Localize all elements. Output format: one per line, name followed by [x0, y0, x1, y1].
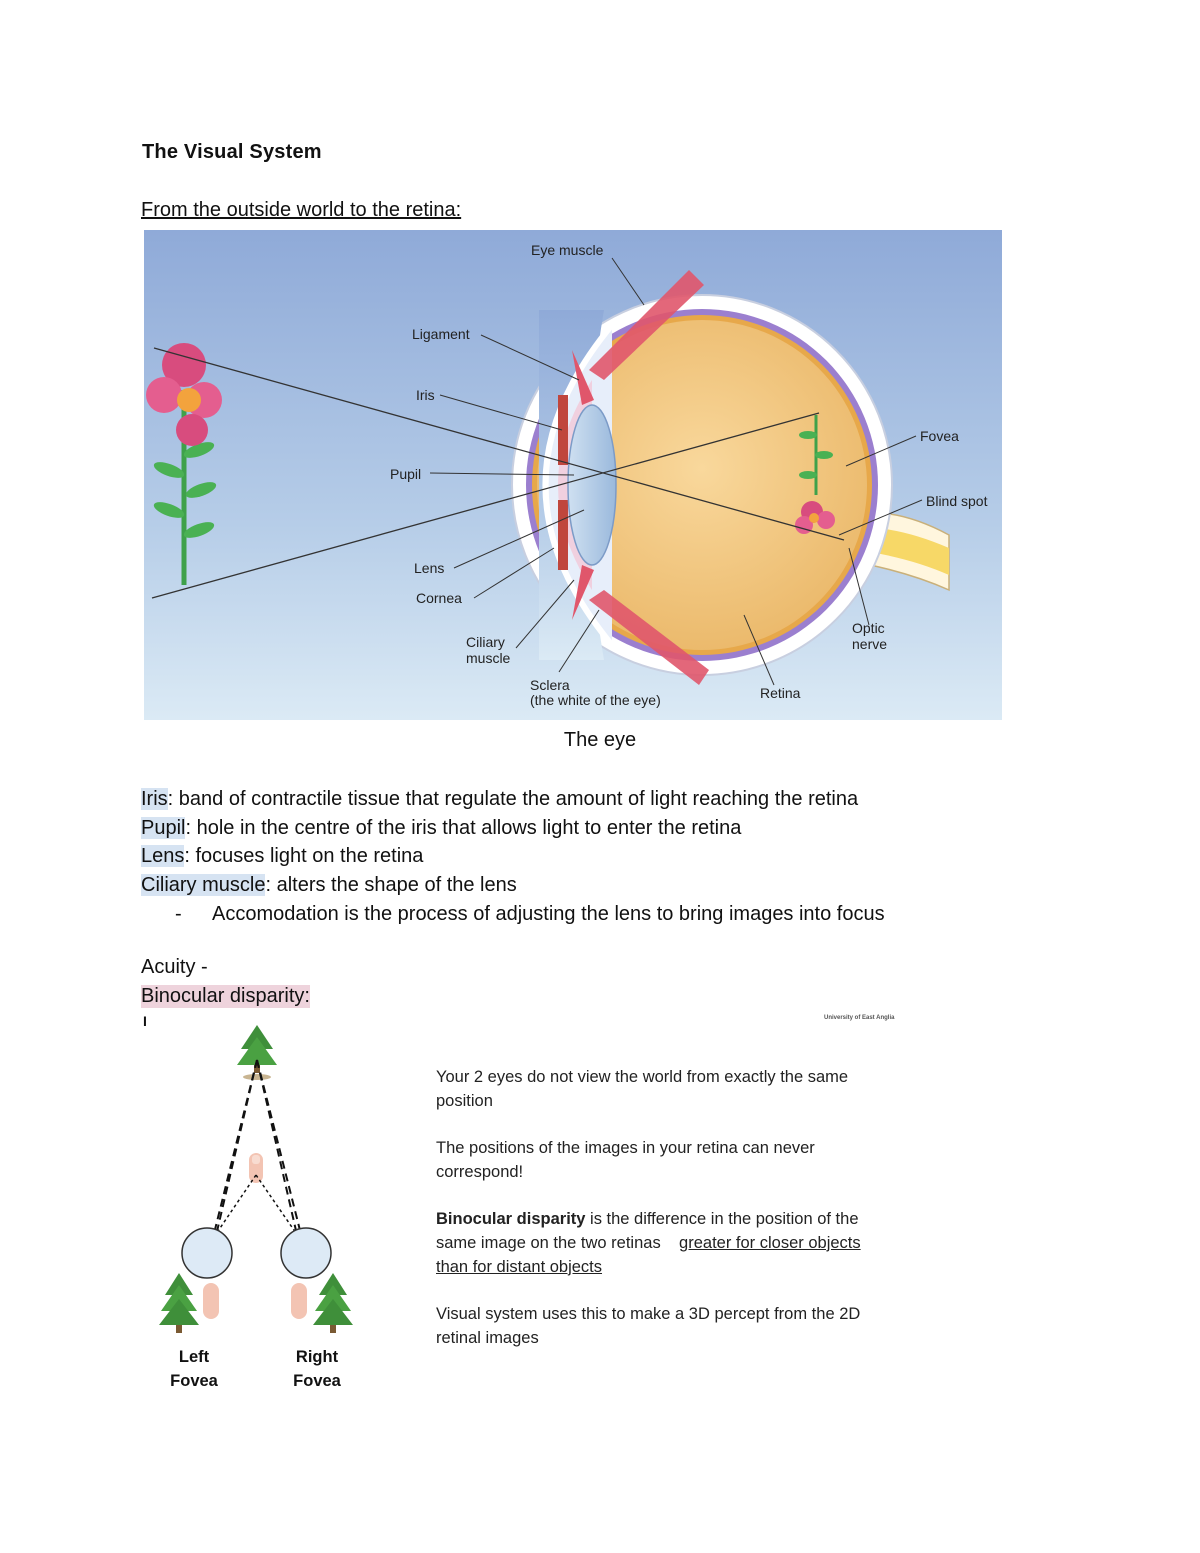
label-sclera-2: (the white of the eye) [530, 692, 661, 708]
slide-paragraph-3-text: is the difference in the position of the… [436, 1210, 859, 1252]
definition-pupil: Pupil: hole in the centre of the iris th… [141, 814, 885, 843]
figure-caption: The eye [563, 729, 637, 751]
definition-text: : band of contractile tissue that regula… [167, 788, 859, 810]
definition-text: : alters the shape of the lens [265, 874, 517, 897]
section-heading: From the outside world to the retina: [141, 199, 462, 221]
slide-paragraph-2: The positions of the images in your reti… [436, 1139, 815, 1181]
label-eye-muscle: Eye muscle [531, 242, 604, 258]
left-fovea-label-1: Left [179, 1348, 210, 1366]
right-fovea-label-2: Fovea [293, 1372, 342, 1390]
vitreous [537, 320, 867, 650]
label-fovea: Fovea [920, 428, 959, 444]
slide-text-block: Your 2 eyes do not view the world from e… [436, 1066, 886, 1374]
definition-lens: Lens: focuses light on the retina [141, 842, 885, 871]
label-sclera-1: Sclera [530, 677, 570, 693]
label-ciliary-2: muscle [466, 650, 511, 666]
near-finger [249, 1153, 263, 1183]
label-lens: Lens [414, 560, 444, 576]
slide-paragraph-4: Visual system uses this to make a 3D per… [436, 1305, 861, 1347]
left-retina-finger [203, 1283, 219, 1319]
right-eye [280, 1227, 332, 1279]
right-retina-tree [313, 1273, 353, 1333]
slide-paragraph-3-underlined: greater for closer objects than for dist… [436, 1233, 861, 1276]
slide-paragraph-3: Binocular disparity is the difference in… [436, 1208, 886, 1279]
binocular-figure: Left Fovea Right Fovea [150, 1015, 890, 1395]
definition-text: : focuses light on the retina [184, 845, 424, 868]
distant-tree [237, 1025, 277, 1080]
right-fovea-label-1: Right [296, 1348, 339, 1366]
label-optic-2: nerve [852, 636, 887, 652]
page-title: The Visual System [142, 141, 322, 163]
slide-term-bold: Binocular disparity [436, 1210, 586, 1229]
label-optic-1: Optic [852, 620, 885, 636]
retinal-image [795, 415, 835, 534]
term-pupil: Pupil [141, 816, 186, 839]
label-blind-spot: Blind spot [926, 493, 988, 509]
bullet-text: Accomodation is the process of adjusting… [212, 902, 885, 925]
label-cornea: Cornea [416, 590, 462, 606]
definition-text: : hole in the centre of the iris that al… [185, 816, 742, 839]
label-pupil: Pupil [390, 466, 421, 482]
lens-shape [567, 404, 617, 566]
bullet-item: - Accomodation is the process of adjustin… [141, 900, 885, 929]
right-retina-finger [291, 1283, 307, 1319]
slide-paragraph-1: Your 2 eyes do not view the world from e… [436, 1068, 849, 1110]
stray-mark: I [143, 1013, 147, 1029]
flower-object [146, 343, 222, 585]
term-lens: Lens [141, 845, 185, 868]
label-retina: Retina [760, 685, 801, 701]
bullet-dash: - [175, 902, 182, 925]
iris-shape [558, 395, 568, 465]
label-ciliary-1: Ciliary [466, 634, 505, 650]
eye-anatomy-figure: Eye muscle Ligament Iris Pupil Lens Corn… [144, 230, 1002, 720]
label-iris: Iris [416, 387, 435, 403]
definition-list: Iris: band of contractile tissue that re… [141, 785, 885, 929]
term-ciliary-muscle: Ciliary muscle [141, 874, 266, 897]
left-fovea-label-2: Fovea [170, 1372, 219, 1390]
sight-lines [204, 1059, 311, 1271]
label-ligament: Ligament [412, 326, 470, 342]
acuity-heading: Acuity - [141, 956, 208, 978]
left-eye [181, 1227, 233, 1279]
binocular-heading: Binocular disparity: [141, 985, 310, 1008]
university-logo-text: University of East Anglia [824, 1015, 895, 1021]
left-retina-tree [159, 1273, 199, 1333]
definition-ciliary: Ciliary muscle: alters the shape of the … [141, 871, 885, 900]
definition-iris: Iris: band of contractile tissue that re… [141, 785, 885, 814]
term-iris: Iris [141, 788, 168, 810]
